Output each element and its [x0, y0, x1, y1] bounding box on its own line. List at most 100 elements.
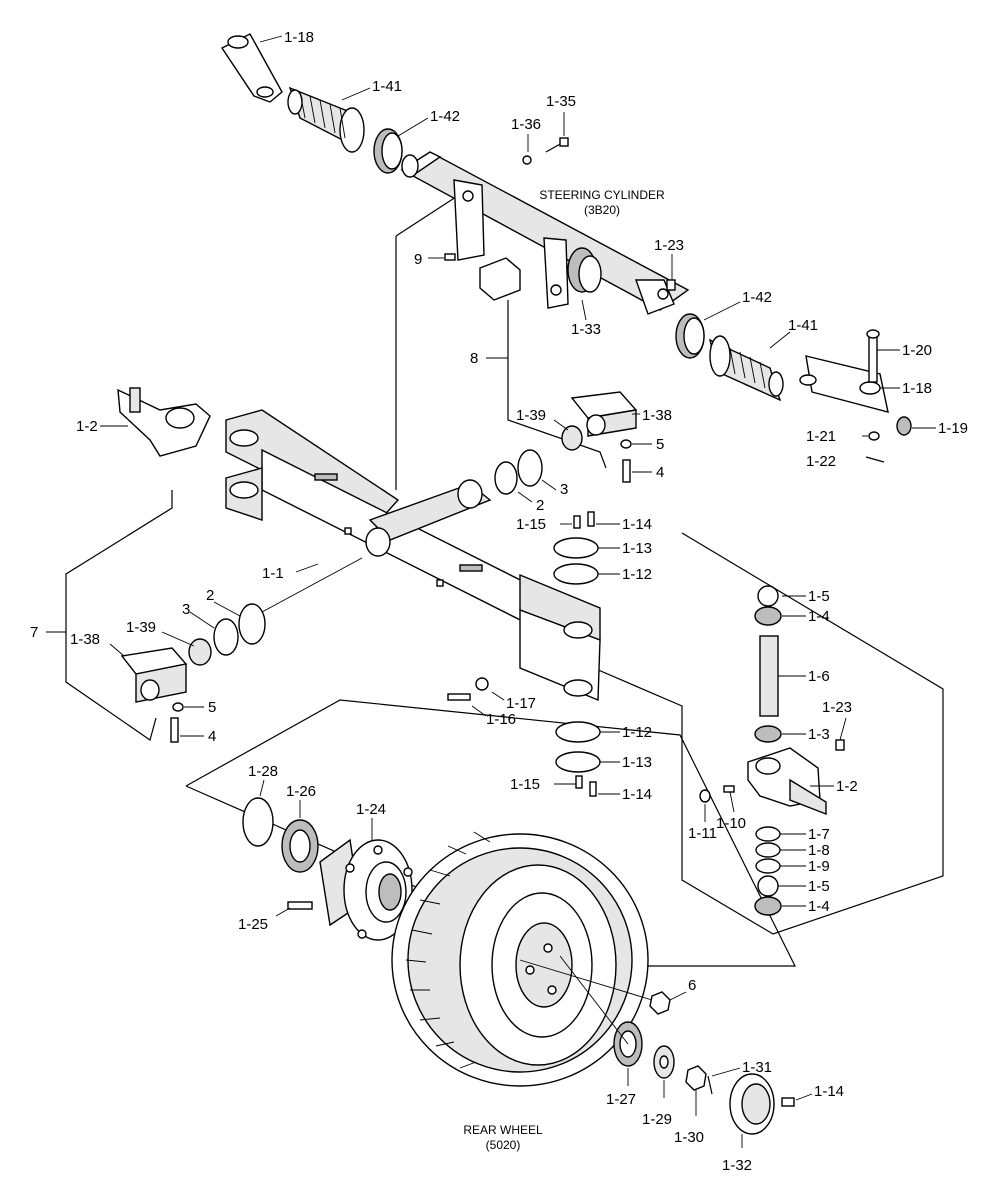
part-label: 1-18 — [284, 29, 314, 46]
bushing-1-39-lower — [188, 638, 212, 666]
part-label: 3 — [560, 481, 568, 498]
part-label: 1-10 — [716, 815, 746, 832]
bushing-1-39-upper — [561, 425, 583, 451]
part-label: 1-39 — [516, 407, 546, 424]
bearing-1-26 — [281, 819, 319, 873]
part-label: 1-41 — [372, 78, 402, 95]
part-label: 1-28 — [248, 763, 278, 780]
rear-axle-body-1-1 — [225, 409, 601, 702]
seal-1-5-lower — [757, 875, 779, 897]
part-label: 1-19 — [938, 420, 968, 437]
part-label: 1-22 — [806, 453, 836, 470]
ring-3-upper — [517, 449, 543, 487]
part-label: 1-14 — [622, 516, 652, 533]
shim-1-13-lower — [555, 751, 601, 773]
part-label: 1-13 — [622, 754, 652, 771]
part-label: 1-23 — [822, 699, 852, 716]
part-label: 1-4 — [808, 898, 830, 915]
part-label: 1-11 — [688, 825, 717, 842]
washer-1-9 — [755, 858, 781, 874]
part-label: 1-38 — [642, 407, 672, 424]
part-label: 1-17 — [506, 695, 536, 712]
o-ring-2-lower — [238, 603, 266, 645]
bolt-4-upper — [622, 459, 631, 483]
part-label: 1-39 — [126, 619, 156, 636]
part-label: 1-32 — [722, 1157, 752, 1174]
ring-3-lower — [213, 618, 239, 656]
split-pin-1-22 — [865, 456, 885, 463]
dust-boot-top — [287, 86, 365, 153]
dust-boot-right — [708, 335, 784, 402]
fitting-1-14-upper — [587, 511, 595, 527]
shim-1-12-lower — [555, 721, 601, 743]
part-label: 1-3 — [808, 726, 830, 743]
bearing-1-4-upper — [754, 606, 782, 626]
part-label: 1-2 — [836, 778, 858, 795]
part-labels: 1-18 1-41 1-42 1-36 1-35 1-23 9 1-33 1-4… — [30, 29, 968, 1174]
part-label: 1-26 — [286, 783, 316, 800]
steering-cylinder-group-outline-top — [395, 194, 460, 237]
rear-wheel-code: (5020) — [486, 1138, 521, 1152]
fitting-1-15-upper — [573, 515, 581, 529]
part-label: 1-8 — [808, 842, 830, 859]
part-label: 6 — [688, 977, 696, 994]
king-pin-1-6 — [759, 635, 779, 717]
grease-nipple-1-23-top — [666, 279, 676, 291]
part-label: 1-30 — [674, 1129, 704, 1146]
washer-1-8 — [755, 842, 781, 858]
part-label: 1-33 — [571, 321, 601, 338]
washer-5-upper — [620, 439, 632, 449]
rear-wheel-tire — [391, 831, 649, 1087]
part-label: 1-42 — [430, 108, 460, 125]
part-label: 2 — [206, 587, 214, 604]
wheel-nut-6 — [649, 991, 671, 1015]
part-label: 1-25 — [238, 916, 268, 933]
part-label: 1-13 — [622, 540, 652, 557]
part-label: 1-20 — [902, 342, 932, 359]
knuckle-group-outline — [588, 532, 944, 935]
part-label: 5 — [208, 699, 216, 716]
part-label: 1-15 — [516, 516, 546, 533]
leader-lower-bushing — [261, 557, 363, 613]
wheel-hub-1-24 — [319, 838, 413, 941]
pin-1-20 — [866, 329, 880, 383]
part-label: 1-1 — [262, 565, 284, 582]
castle-nut-1-30 — [685, 1065, 707, 1091]
steering-knuckle-1-2-right — [747, 747, 827, 816]
part-label: 2 — [536, 497, 544, 514]
nut-1-17 — [475, 677, 489, 691]
bearing-1-3 — [754, 725, 782, 743]
hose-7 — [65, 490, 173, 741]
part-label: 1-31 — [742, 1059, 772, 1076]
part-label: 1-9 — [808, 858, 830, 875]
part-label: 1-21 — [806, 428, 836, 445]
hub-bolt-1-25 — [287, 901, 313, 910]
fitting-1-15-lower — [575, 775, 583, 789]
part-label: 1-16 — [486, 711, 516, 728]
axle-end-bolt-1-16 — [447, 693, 471, 701]
part-label: 1-23 — [654, 237, 684, 254]
part-label: 4 — [208, 728, 216, 745]
steering-knuckle-1-2-left — [117, 387, 211, 457]
part-label: 1-41 — [788, 317, 818, 334]
part-label: 1-35 — [546, 93, 576, 110]
bracket-1-38-lower — [120, 647, 188, 703]
part-label: 1-12 — [622, 724, 652, 741]
bearing-1-4-lower — [754, 896, 782, 916]
part-label: 5 — [656, 436, 664, 453]
part-label: 1-24 — [356, 801, 386, 818]
part-label: 1-5 — [808, 588, 830, 605]
bolt-1-35 — [545, 137, 569, 153]
part-label: 4 — [656, 464, 664, 481]
washer-1-7 — [755, 826, 781, 842]
steering-cylinder — [400, 151, 690, 315]
bracket-1-38-upper — [570, 391, 638, 437]
steering-cylinder-code: (3B20) — [584, 203, 620, 217]
steering-cylinder-title: STEERING CYLINDER — [539, 188, 665, 202]
hose-8 — [507, 300, 607, 469]
bolt-1-10 — [723, 785, 735, 793]
part-label: 1-29 — [642, 1111, 672, 1128]
washer-1-29 — [653, 1045, 675, 1079]
bushing-1-19 — [896, 416, 912, 436]
